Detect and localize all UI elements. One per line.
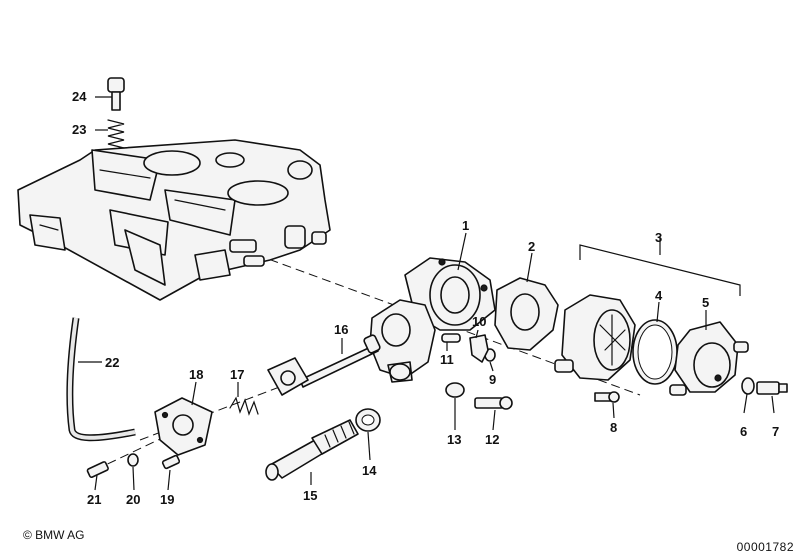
document-number: 00001782 bbox=[736, 540, 794, 554]
lever bbox=[469, 334, 489, 363]
washer bbox=[741, 377, 755, 395]
screw-21 bbox=[86, 461, 109, 478]
callout-16: 16 bbox=[334, 322, 348, 337]
washer-20 bbox=[127, 453, 139, 467]
fuel-hose bbox=[66, 317, 136, 442]
callout-21: 21 bbox=[87, 492, 101, 507]
copyright-notice: © BMW AG bbox=[23, 528, 85, 542]
callout-leaders bbox=[78, 96, 775, 491]
screw-12 bbox=[474, 396, 513, 410]
callout-11: 11 bbox=[440, 352, 454, 367]
screw-19 bbox=[161, 454, 181, 470]
callout-5: 5 bbox=[702, 295, 709, 310]
screw-8 bbox=[594, 391, 620, 403]
vacuum-unit bbox=[669, 321, 749, 396]
washer-13 bbox=[445, 382, 465, 398]
callout-24: 24 bbox=[72, 89, 87, 104]
gasket bbox=[494, 277, 559, 351]
callout-23: 23 bbox=[72, 122, 86, 137]
callout-14: 14 bbox=[362, 463, 377, 478]
hex-bolt bbox=[756, 381, 788, 395]
carburetor-body bbox=[17, 139, 331, 301]
callout-18: 18 bbox=[189, 367, 203, 382]
callout-22: 22 bbox=[105, 355, 119, 370]
callout-9: 9 bbox=[489, 372, 496, 387]
hex-nut bbox=[355, 408, 381, 432]
callout-2: 2 bbox=[528, 239, 535, 254]
callout-10: 10 bbox=[472, 314, 486, 329]
callout-15: 15 bbox=[303, 488, 317, 503]
callout-1: 1 bbox=[462, 218, 469, 233]
callout-7: 7 bbox=[772, 424, 779, 439]
cover-plate bbox=[267, 357, 309, 396]
spring-17 bbox=[229, 396, 259, 416]
callout-17: 17 bbox=[230, 367, 244, 382]
callout-12: 12 bbox=[485, 432, 499, 447]
compression-spring bbox=[107, 119, 125, 149]
banjo-bolt bbox=[107, 77, 125, 111]
callout-13: 13 bbox=[447, 432, 461, 447]
callout-20: 20 bbox=[126, 492, 140, 507]
assembly-axis-line-screws bbox=[94, 419, 201, 471]
flange-18 bbox=[154, 397, 213, 456]
valve-body bbox=[369, 299, 436, 383]
callout-4: 4 bbox=[655, 288, 663, 303]
thermostat-element bbox=[265, 419, 359, 481]
callout-19: 19 bbox=[160, 492, 174, 507]
callout-6: 6 bbox=[740, 424, 747, 439]
callout-3: 3 bbox=[655, 230, 662, 245]
shaft bbox=[299, 334, 381, 388]
pin bbox=[441, 333, 461, 343]
diaphragm-cover bbox=[554, 294, 636, 381]
callout-8: 8 bbox=[610, 420, 617, 435]
